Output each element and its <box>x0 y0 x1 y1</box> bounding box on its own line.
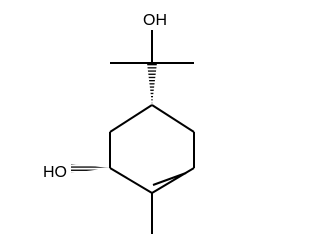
molecule-canvas: OH HO <box>43 12 195 234</box>
bond-c6-c5 <box>109 104 153 133</box>
structure-diagram: OH HO <box>43 12 195 234</box>
bond-c2-c3-inner <box>152 172 187 186</box>
stereo-bond-c5-cq <box>147 63 157 105</box>
top-hydroxyl-label: OH <box>143 12 167 29</box>
left-hydroxyl-label: HO <box>43 164 67 181</box>
bond-c2-c1 <box>109 167 153 194</box>
bond-c5-c4 <box>151 104 195 133</box>
stereo-bond-c1-o <box>71 164 110 173</box>
bond-c3-c2 <box>151 167 195 194</box>
